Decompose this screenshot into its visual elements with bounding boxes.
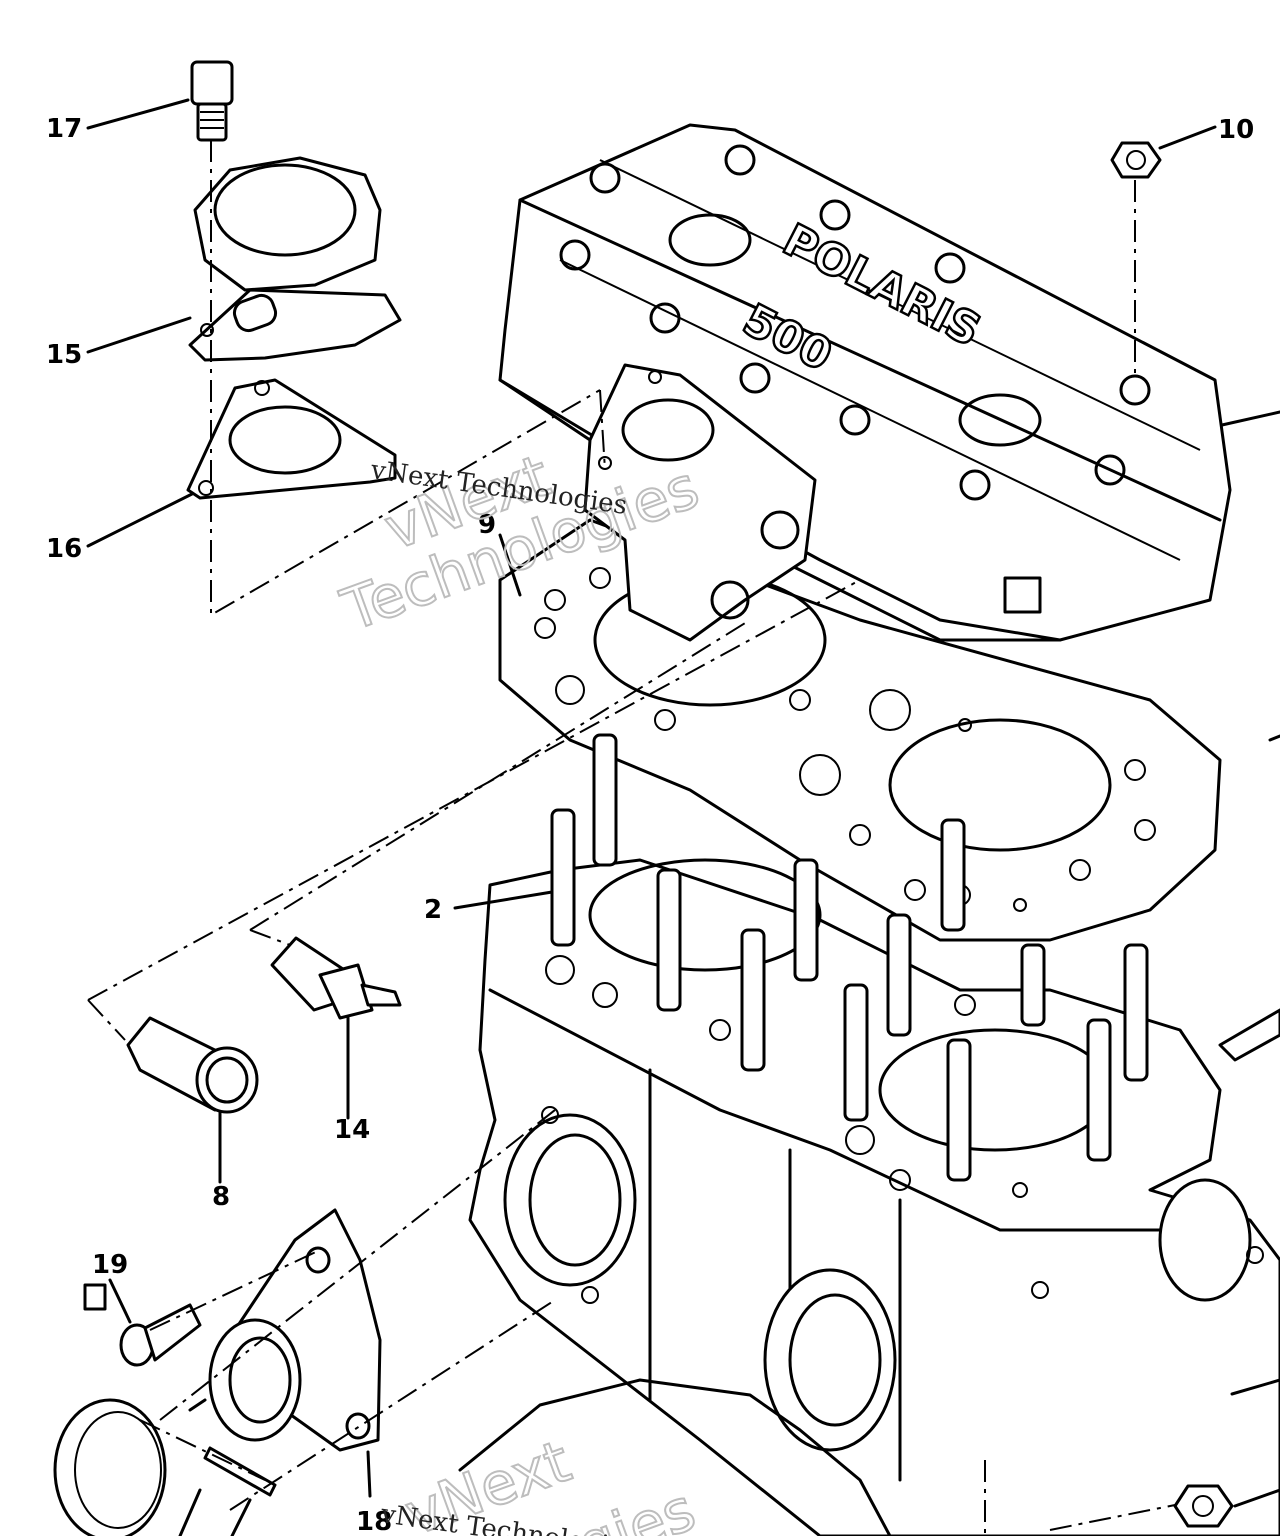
nut-bottom [1173, 1484, 1234, 1528]
cylinder-head-cover: POLARIS 500 [498, 123, 1232, 642]
callout-8: 8 [212, 1182, 230, 1212]
cylinder-studs [550, 733, 1280, 1182]
base-gasket [458, 1378, 892, 1536]
callout-15: 15 [46, 340, 82, 370]
nut-10 [1110, 141, 1162, 179]
callout-9: 9 [478, 510, 496, 540]
callout-labels: 17 10 15 16 9 2 14 8 19 18 [46, 114, 1254, 1536]
callout-14: 14 [334, 1115, 370, 1145]
callout-17: 17 [46, 114, 82, 144]
cylinder-block [468, 858, 1280, 1536]
callout-18: 18 [356, 1507, 392, 1536]
callout-19: 19 [92, 1250, 128, 1280]
center-lines [87, 140, 1176, 1536]
plug-8 [126, 1016, 259, 1114]
water-outlet-housing [583, 363, 817, 642]
callout-10: 10 [1218, 115, 1254, 145]
temp-sensor-14 [270, 936, 402, 1020]
leader-lines [86, 98, 1280, 1536]
bolt-19 [119, 1303, 202, 1367]
thermostat-housing-15 [188, 156, 402, 362]
callout-16: 16 [46, 534, 82, 564]
gasket-16 [186, 378, 397, 500]
callout-2: 2 [424, 895, 442, 925]
bolt-17 [190, 60, 234, 142]
intake-flange-18 [208, 1208, 382, 1452]
